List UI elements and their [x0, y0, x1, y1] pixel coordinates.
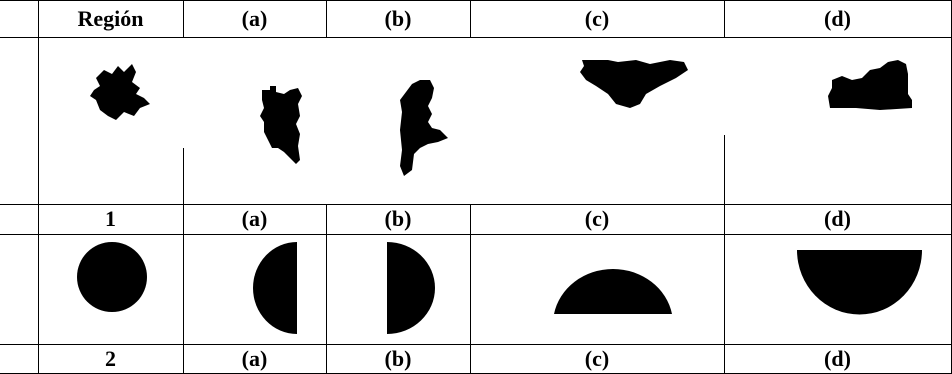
- header-col-d: (d): [824, 6, 851, 31]
- region-1-number: 1: [105, 206, 116, 231]
- region-2-number: 2: [105, 346, 116, 371]
- column-divider: [724, 0, 725, 38]
- circle-half-c-shape: [554, 268, 672, 314]
- header-col-c: (c): [584, 6, 610, 31]
- leaf-part-d-shape: [828, 60, 912, 110]
- column-divider: [326, 204, 327, 374]
- column-divider: [470, 204, 471, 374]
- column-divider: [183, 148, 184, 204]
- circle-half-b-shape: [387, 242, 435, 334]
- column-divider: [183, 204, 184, 374]
- row-divider: [0, 344, 952, 345]
- header-row-divider: [0, 37, 952, 38]
- header-region-label: Región: [77, 6, 144, 31]
- column-divider: [326, 0, 327, 38]
- region-1-col-a: (a): [241, 206, 268, 231]
- region-1-col-d: (d): [824, 206, 851, 231]
- leaf-part-b-shape: [400, 80, 448, 176]
- header-col-a: (a): [241, 6, 268, 31]
- header-col-b: (b): [384, 6, 412, 31]
- leaf-part-a-shape: [260, 86, 302, 164]
- region-1-col-b: (b): [384, 206, 412, 231]
- leaf-part-c-shape: [580, 60, 688, 108]
- column-divider: [724, 204, 725, 374]
- table-border-left: [38, 0, 39, 374]
- column-divider: [724, 135, 725, 204]
- region-2-col-a: (a): [241, 346, 268, 371]
- row-divider: [0, 234, 952, 235]
- region-2-col-b: (b): [384, 346, 412, 371]
- circle-half-d-shape: [797, 250, 922, 315]
- leaf-shape: [90, 64, 150, 120]
- column-divider: [183, 0, 184, 38]
- column-divider: [470, 0, 471, 38]
- circle-half-a-shape: [253, 242, 297, 334]
- row-divider: [0, 204, 952, 205]
- region-2-col-d: (d): [824, 346, 851, 371]
- region-2-col-c: (c): [584, 346, 610, 371]
- table-border-top: [0, 0, 952, 1]
- circle-shape: [77, 242, 147, 312]
- region-1-col-c: (c): [584, 206, 610, 231]
